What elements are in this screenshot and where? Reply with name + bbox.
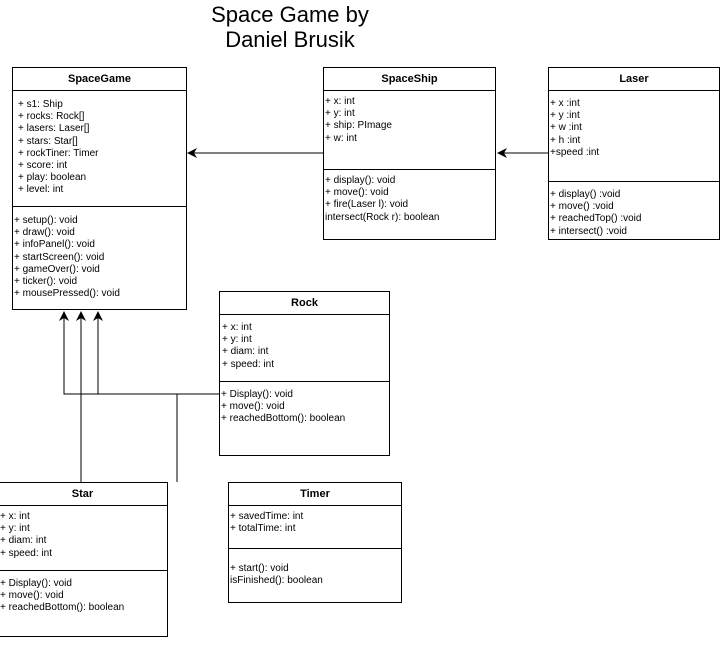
class-attribute: + totalTime: int (230, 523, 296, 535)
class-operation: + move() :void (550, 201, 614, 213)
class-attribute: + play: boolean (18, 172, 87, 184)
class-attribute: +speed :int (550, 146, 600, 158)
class-attribute: + speed: int (222, 358, 274, 370)
class-operation: + startScreen(): void (14, 251, 105, 263)
class-operation: isFinished(): boolean (230, 575, 323, 587)
class-attribute: + rockTiner: Timer (18, 147, 99, 159)
class-operation: + display() :void (550, 189, 621, 200)
operation-list: + Display(): void+ move(): void+ reached… (0, 570, 167, 615)
class-attribute: + y: int (222, 334, 252, 346)
class-operation: + reachedBottom(): boolean (0, 602, 125, 614)
class-operation: + Display(): void (0, 578, 72, 589)
class-attribute: + diam: int (0, 535, 47, 547)
class-operation: + Display(): void (221, 389, 293, 400)
class-attribute: + w: int (325, 132, 357, 144)
class-operation: intersect(Rock r): boolean (325, 211, 440, 223)
edge-rock-to-spacegame (59, 311, 219, 395)
class-star[interactable]: Star + x: int+ y: int+ diam: int+ speed:… (0, 482, 168, 637)
class-attribute: + stars: Star[] (18, 135, 78, 147)
class-spacegame[interactable]: SpaceGame + s1: Ship+ rocks: Rock[]+ las… (12, 67, 187, 310)
class-attribute: + x: int (325, 96, 355, 107)
attribute-list: + savedTime: int+ totalTime: int (229, 506, 401, 548)
operation-list: + display() :void+ move() :void+ reached… (549, 181, 719, 238)
title-line-1: Space Game by (211, 2, 369, 27)
class-operation: + mousePressed(): void (14, 288, 120, 300)
title-line-2: Daniel Brusik (225, 27, 355, 52)
class-attribute: + ship: PImage (325, 120, 392, 132)
class-attribute: + lasers: Laser[] (18, 123, 90, 135)
class-rock[interactable]: Rock + x: int+ y: int+ diam: int+ speed:… (219, 291, 390, 456)
class-attribute: + h :int (550, 134, 581, 146)
class-operation: + display(): void (325, 175, 396, 186)
class-attribute: + y: int (325, 108, 355, 120)
class-attribute: + savedTime: int (230, 511, 304, 522)
class-name: Star (0, 483, 167, 506)
attribute-list: + x: int+ y: int+ diam: int+ speed: int (0, 506, 167, 570)
class-name: Timer (229, 483, 401, 506)
class-timer[interactable]: Timer + savedTime: int+ totalTime: int +… (228, 482, 402, 603)
class-operation: + draw(): void (14, 227, 75, 239)
class-operation: + ticker(): void (14, 275, 78, 287)
class-attribute: + diam: int (222, 346, 269, 358)
class-operation: + intersect() :void (550, 225, 627, 237)
class-operation: + move(): void (325, 187, 389, 199)
class-attribute: + x: int (0, 511, 30, 522)
class-attribute: + y: int (0, 523, 30, 535)
class-operation: + move(): void (221, 401, 285, 413)
class-operation: + fire(Laser l): void (325, 199, 409, 211)
class-laser[interactable]: Laser + x :int+ y :int+ w :int+ h :int+s… (548, 67, 720, 240)
class-name: Laser (549, 68, 719, 91)
class-name: SpaceShip (324, 68, 495, 91)
class-attribute: + x: int (222, 322, 252, 333)
operation-list: + display(): void+ move(): void+ fire(La… (324, 169, 495, 224)
class-attribute: + w :int (550, 122, 582, 134)
class-spaceship[interactable]: SpaceShip + x: int+ y: int+ ship: PImage… (323, 67, 496, 240)
attribute-list: + s1: Ship+ rocks: Rock[]+ lasers: Laser… (13, 91, 186, 206)
class-attribute: + s1: Ship (18, 99, 63, 110)
class-operation: + setup(): void (14, 215, 78, 226)
class-attribute: + x :int (550, 98, 580, 109)
class-operation: + reachedTop() :void (550, 213, 642, 225)
operation-list: + setup(): void+ draw(): void+ infoPanel… (13, 206, 186, 300)
attribute-list: + x :int+ y :int+ w :int+ h :int+speed :… (549, 91, 719, 181)
edge-timer-to-spacegame (93, 311, 178, 482)
class-operation: + gameOver(): void (14, 263, 100, 275)
class-operation: + start(): void (230, 563, 289, 574)
class-attribute: + speed: int (0, 547, 52, 559)
class-operation: + move(): void (0, 590, 64, 602)
class-attribute: + level: int (18, 184, 64, 196)
class-name: SpaceGame (13, 68, 186, 91)
diagram-title: Space Game by Daniel Brusik (190, 2, 390, 52)
operation-list: + Display(): void+ move(): void+ reached… (220, 381, 389, 426)
class-attribute: + score: int (18, 159, 68, 171)
class-attribute: + rocks: Rock[] (18, 111, 85, 123)
class-attribute: + y :int (550, 110, 580, 122)
class-name: Rock (220, 292, 389, 315)
class-operation: + reachedBottom(): boolean (221, 413, 346, 425)
class-operation: + infoPanel(): void (14, 239, 95, 251)
attribute-list: + x: int+ y: int+ ship: PImage+ w: int (324, 91, 495, 169)
attribute-list: + x: int+ y: int+ diam: int+ speed: int (220, 315, 389, 381)
